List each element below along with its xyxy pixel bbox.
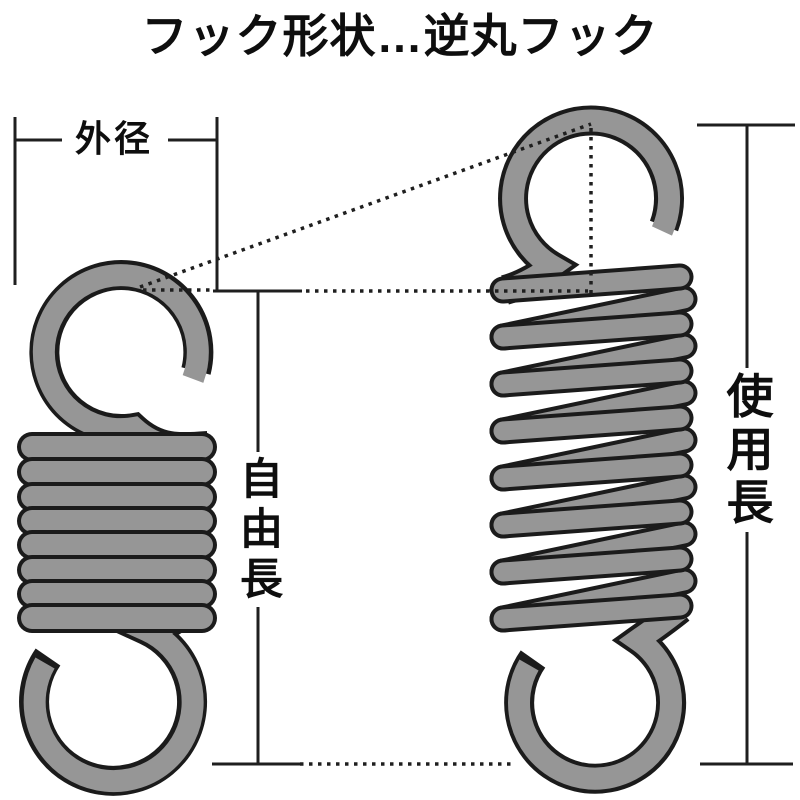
outer-diameter-dimension [13, 117, 219, 292]
page-title: フック形状…逆丸フック [141, 10, 659, 62]
coil-front [493, 502, 690, 535]
left-spring-top-hook [29, 260, 214, 463]
working-length-dimension [697, 123, 795, 766]
coil-front [493, 408, 690, 441]
right-spring-extended [489, 105, 698, 794]
coil-front [493, 314, 690, 347]
hook-wire [501, 109, 681, 301]
right-spring-top-hook [498, 105, 685, 305]
hook-wire [32, 264, 209, 459]
right-spring-bottom-hook [504, 597, 690, 794]
outer-diameter-label: 外径 [74, 118, 154, 159]
hook-wire [23, 605, 204, 793]
coil-front [493, 455, 690, 488]
left-spring-bottom-hook [19, 602, 208, 796]
free-length-label: 自由長 [233, 456, 282, 606]
hook-wire [508, 600, 687, 790]
left-spring-free [17, 260, 217, 796]
coil-front [493, 549, 690, 582]
right-spring-front-bars [489, 263, 694, 633]
coil-front [493, 596, 690, 629]
working-length-label: 使用長 [719, 371, 773, 531]
left-spring-coil-body [17, 432, 217, 633]
projection-lines [139, 122, 593, 766]
coil-front [493, 361, 690, 394]
free-length-dimension [212, 289, 302, 766]
